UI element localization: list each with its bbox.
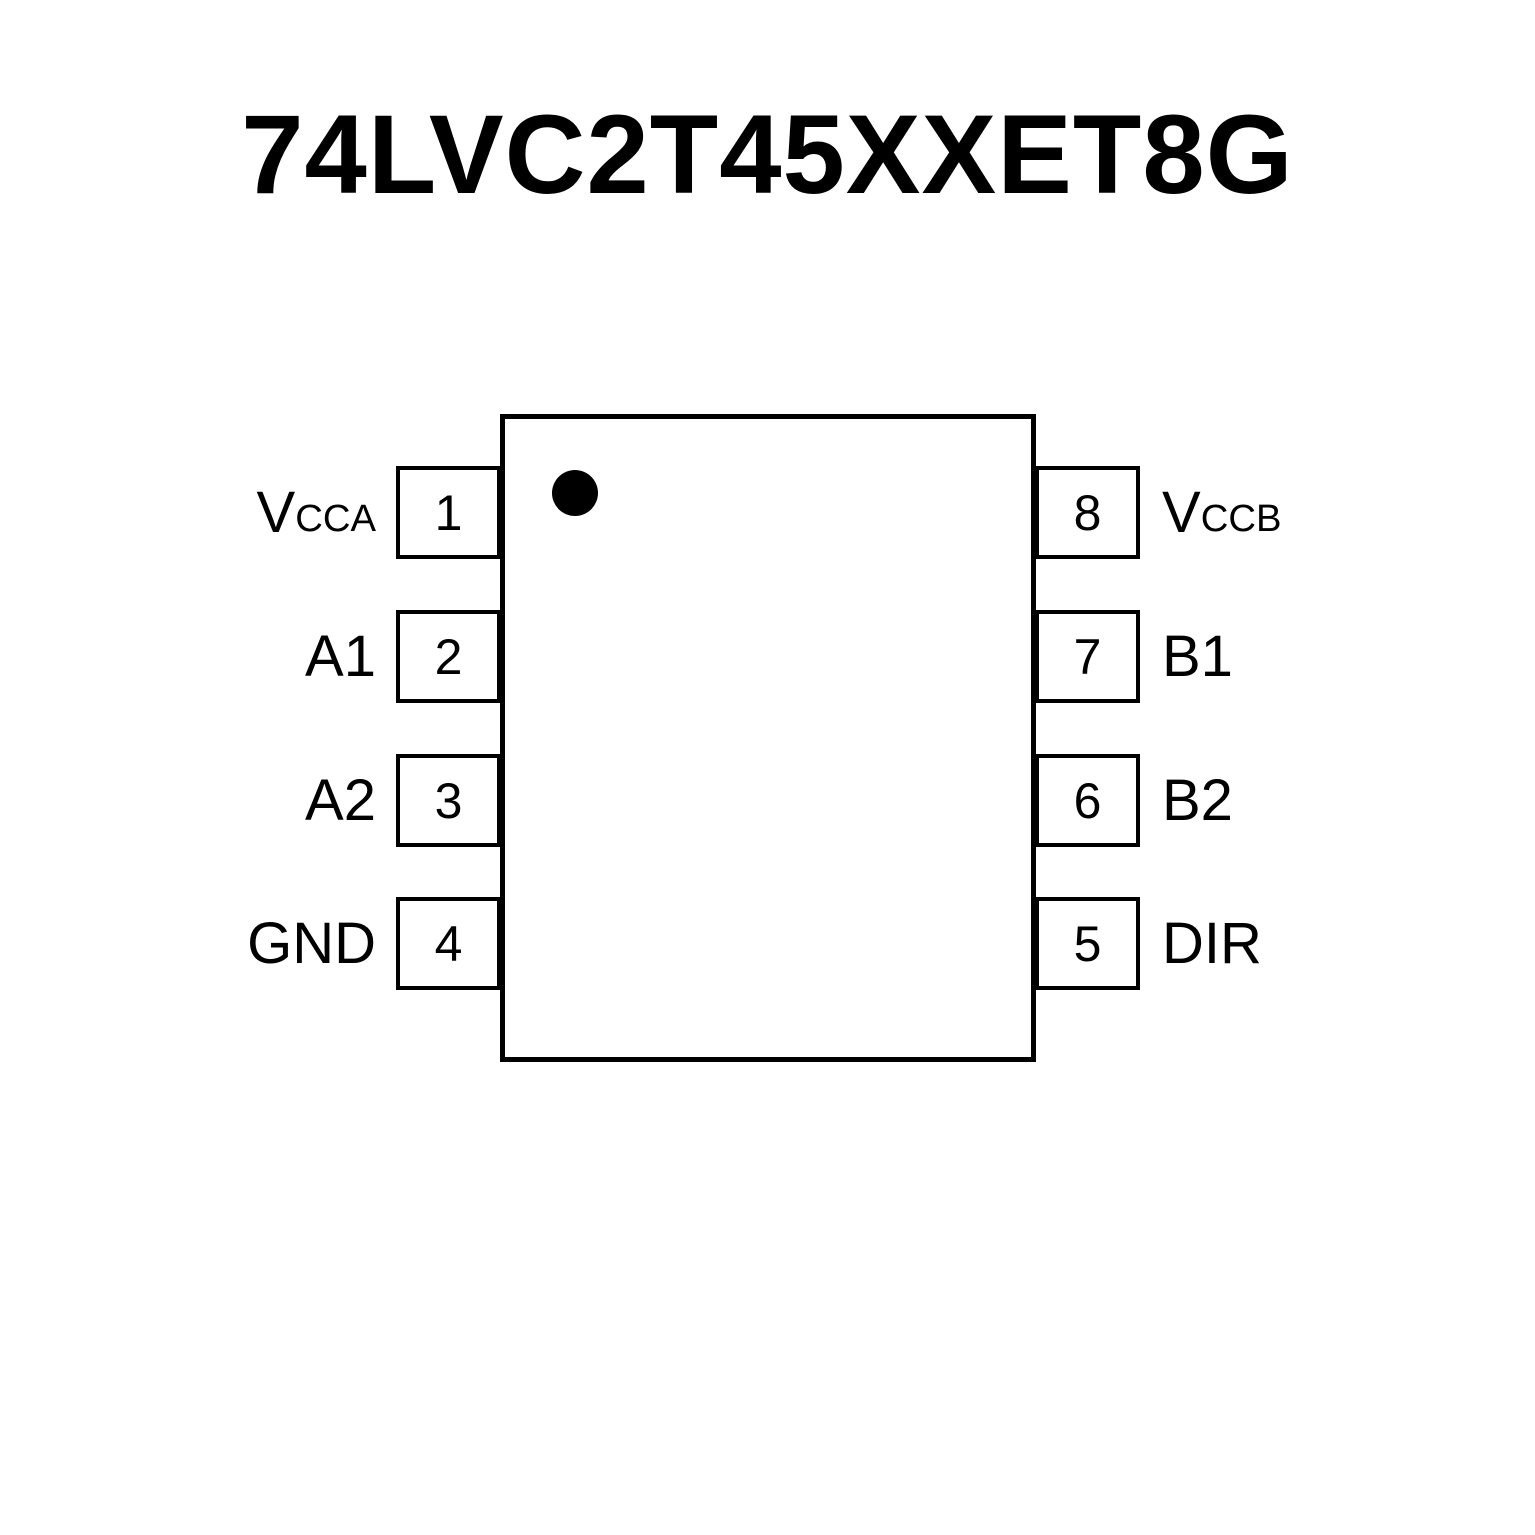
pin-5-box: 5: [1035, 897, 1140, 990]
pin-6-number: 6: [1073, 772, 1102, 829]
pin-4-number: 4: [434, 915, 463, 972]
pin-label-b2: B2: [1162, 754, 1522, 847]
pin-7-number: 7: [1073, 628, 1102, 685]
pin-5-number: 5: [1073, 915, 1102, 972]
pin-label-text: A1: [305, 624, 376, 689]
pin-label-text: B2: [1162, 768, 1233, 833]
pin-label-text: V: [256, 480, 296, 545]
pin-label-a1: A1: [0, 610, 376, 703]
pin-label-gnd: GND: [0, 897, 376, 990]
pin-1-box: 1: [396, 466, 501, 559]
pin-6-box: 6: [1035, 754, 1140, 847]
pin-3-box: 3: [396, 754, 501, 847]
pin-label-a2: A2: [0, 754, 376, 847]
pin-label-text: GND: [247, 911, 376, 976]
pin-2-number: 2: [434, 628, 463, 685]
pin-4-box: 4: [396, 897, 501, 990]
pin-label-dir: DIR: [1162, 897, 1522, 990]
pin-8-box: 8: [1035, 466, 1140, 559]
ic-package-body: [500, 414, 1036, 1062]
pin-label-text: B1: [1162, 624, 1233, 689]
pin-2-box: 2: [396, 610, 501, 703]
pin-label-subscript: CCB: [1200, 497, 1282, 541]
pin-label-text: DIR: [1162, 911, 1262, 976]
page-title: 74LVC2T45XXET8G: [241, 92, 1294, 217]
pin1-indicator-dot: [552, 470, 598, 516]
pin-label-b1: B1: [1162, 610, 1522, 703]
pin-8-number: 8: [1073, 484, 1102, 541]
pin-label-text: V: [1162, 480, 1201, 545]
pin-7-box: 7: [1035, 610, 1140, 703]
pin-3-number: 3: [434, 772, 463, 829]
pin-1-number: 1: [434, 484, 463, 541]
pin-label-text: A2: [305, 768, 376, 833]
pin-label-subscript: CCA: [295, 497, 376, 541]
